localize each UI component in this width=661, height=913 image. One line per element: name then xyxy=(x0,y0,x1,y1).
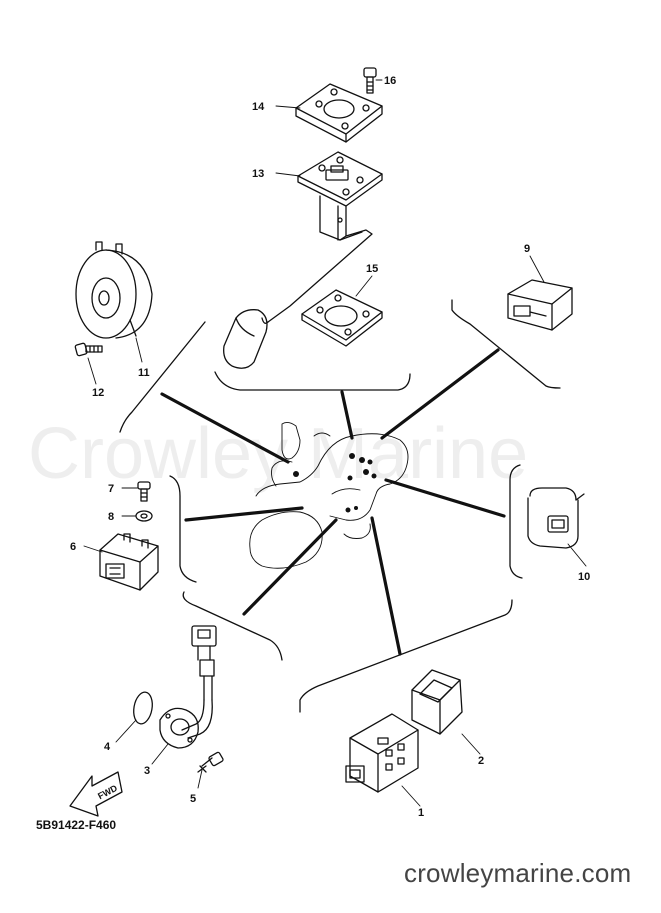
diagram-code: 5B91422-F460 xyxy=(36,818,117,832)
callout-2: 2 xyxy=(478,755,484,767)
callout-14: 14 xyxy=(252,101,265,113)
callout-9: 9 xyxy=(524,243,530,255)
cover-2-icon xyxy=(411,669,463,735)
washer-8-icon xyxy=(135,510,153,522)
relay-10-icon xyxy=(527,487,585,549)
leader-lines xyxy=(160,348,506,656)
callout-16: 16 xyxy=(384,75,396,87)
gasket-15-icon xyxy=(301,289,383,347)
bracket-right-mid xyxy=(509,464,523,579)
callout-7: 7 xyxy=(108,483,114,495)
screw-5-icon xyxy=(197,751,224,773)
fwd-label: FWD xyxy=(96,783,119,802)
callout-11: 11 xyxy=(138,367,150,379)
callout-15: 15 xyxy=(366,263,378,275)
callout-13: 13 xyxy=(252,168,264,180)
horn-11-icon xyxy=(75,241,153,339)
bracket-top xyxy=(214,371,411,391)
switch-1-icon xyxy=(345,713,419,793)
scooter-part-markers xyxy=(293,453,377,513)
callout-5: 5 xyxy=(190,793,196,805)
callout-leaders xyxy=(83,79,587,807)
callout-10: 10 xyxy=(578,571,590,583)
scooter-silhouette xyxy=(249,421,409,569)
callout-12: 12 xyxy=(92,387,104,399)
callout-3: 3 xyxy=(144,765,150,777)
o-ring-4-icon xyxy=(133,691,153,725)
bolt-7-icon xyxy=(137,481,151,502)
bracket-right-bottom xyxy=(299,599,513,713)
bolt-12-icon xyxy=(74,342,103,357)
callout-8: 8 xyxy=(108,511,114,523)
callout-1: 1 xyxy=(418,807,424,819)
callout-4: 4 xyxy=(104,741,111,753)
gasket-plate-14-icon xyxy=(295,83,383,143)
fwd-arrow-icon xyxy=(69,771,123,817)
watermark-text: Crowley Marine xyxy=(28,414,528,494)
website-link[interactable]: crowleymarine.com xyxy=(404,858,632,888)
relay-6-icon xyxy=(99,533,159,591)
bracket-left-bottom xyxy=(182,591,283,661)
sensor-3-icon xyxy=(159,625,217,749)
fuel-sender-13-icon xyxy=(223,151,383,369)
bracket-right-top xyxy=(451,299,561,389)
bolt-16-icon xyxy=(363,67,377,94)
bracket-left-mid xyxy=(169,475,197,583)
bracket-left-top xyxy=(119,321,206,433)
relay-9-icon xyxy=(507,279,573,331)
callout-6: 6 xyxy=(70,541,76,553)
